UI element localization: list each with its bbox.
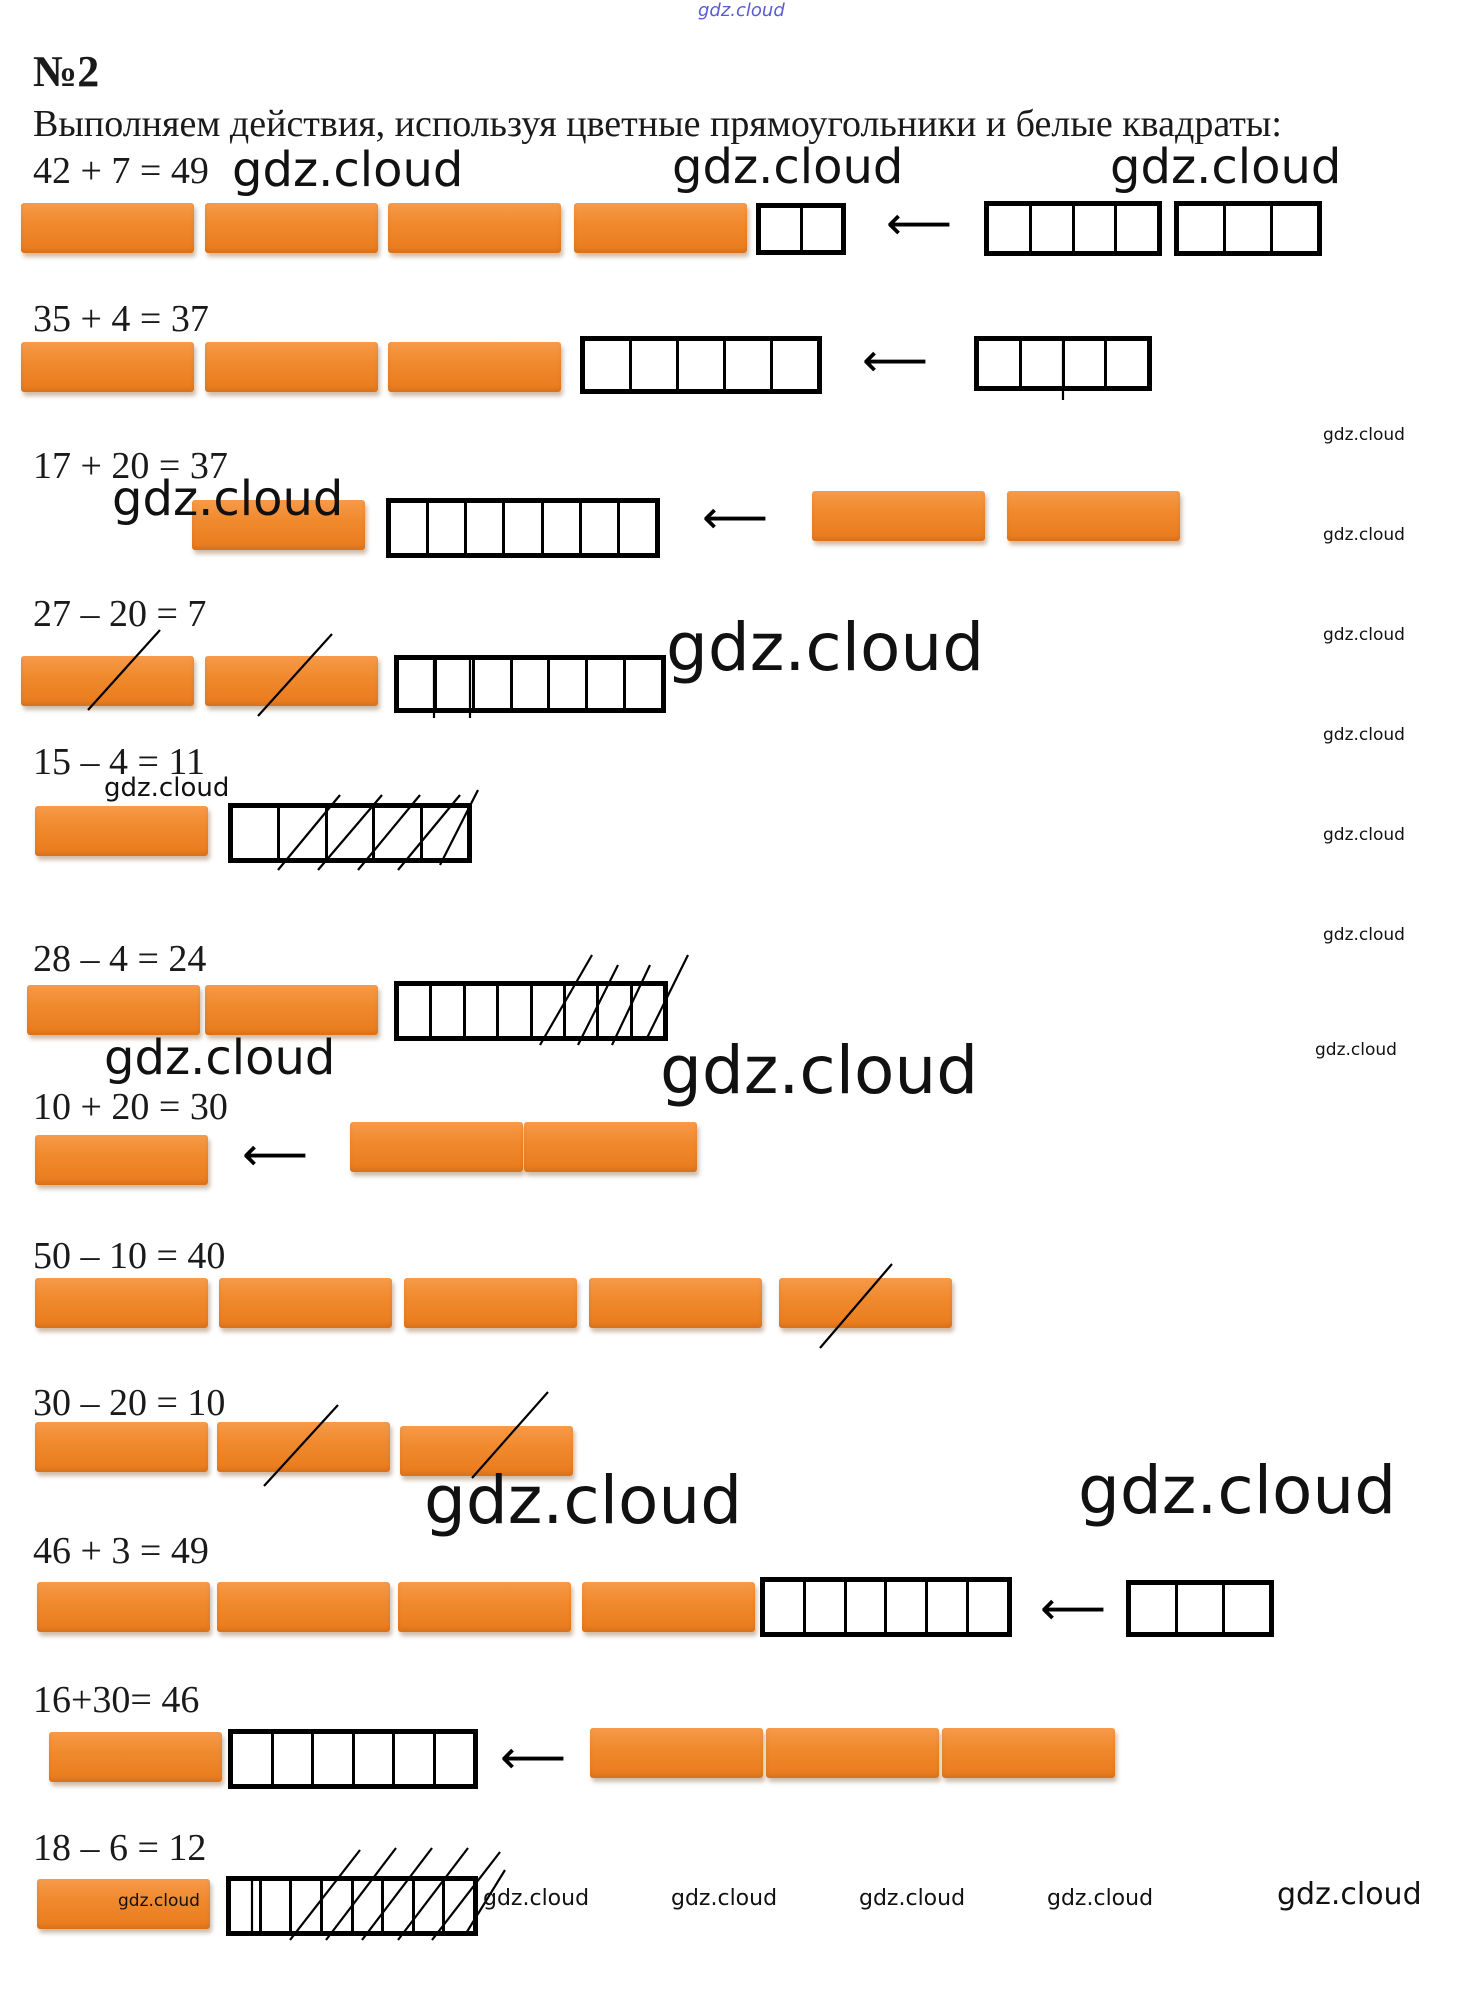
watermark: gdz.cloud bbox=[859, 1886, 966, 1911]
watermark: gdz.cloud bbox=[1323, 825, 1405, 845]
watermark: gdz.cloud bbox=[1323, 425, 1405, 445]
arrow-icon: ⟵ bbox=[862, 333, 928, 387]
equation-8: 50 – 10 = 40 bbox=[33, 1235, 226, 1277]
tens-bar-crossed bbox=[205, 656, 378, 706]
tens-bar bbox=[205, 203, 378, 253]
watermark: gdz.cloud bbox=[104, 1030, 336, 1086]
tens-bar bbox=[404, 1278, 577, 1328]
watermark: gdz.cloud bbox=[1323, 525, 1405, 545]
watermark: gdz.cloud bbox=[112, 471, 344, 527]
watermark: gdz.cloud bbox=[1323, 725, 1405, 745]
tens-bar bbox=[942, 1728, 1115, 1778]
unit-squares-6 bbox=[228, 1729, 478, 1789]
watermark: gdz.cloud bbox=[1078, 1452, 1397, 1529]
tens-bar-crossed bbox=[21, 656, 194, 706]
tens-bar bbox=[49, 1732, 222, 1782]
watermark: gdz.cloud bbox=[118, 1891, 200, 1911]
tens-bar bbox=[37, 1879, 210, 1929]
tens-bar bbox=[524, 1122, 697, 1172]
arrow-icon: ⟵ bbox=[1040, 1581, 1106, 1635]
watermark: gdz.cloud bbox=[666, 609, 985, 686]
arrow-icon: ⟵ bbox=[242, 1127, 308, 1181]
tens-bar bbox=[766, 1728, 939, 1778]
equation-3: 17 + 20 = 37 bbox=[33, 445, 228, 487]
tens-bar bbox=[590, 1728, 763, 1778]
unit-squares-4 bbox=[984, 201, 1162, 256]
unit-squares-7 bbox=[394, 655, 666, 713]
tens-bar bbox=[398, 1582, 571, 1632]
tens-bar bbox=[219, 1278, 392, 1328]
watermark: gdz.cloud bbox=[1323, 925, 1405, 945]
unit-squares-5-crossed bbox=[228, 803, 472, 863]
equation-6: 28 – 4 = 24 bbox=[33, 938, 207, 980]
tens-bar bbox=[35, 806, 208, 856]
tens-bar bbox=[1007, 491, 1180, 541]
tens-bar bbox=[350, 1122, 523, 1172]
tens-bar bbox=[205, 342, 378, 392]
tens-bar bbox=[21, 203, 194, 253]
equation-12: 18 – 6 = 12 bbox=[33, 1827, 207, 1869]
equation-1: 42 + 7 = 49 bbox=[33, 150, 209, 192]
watermark-top: gdz.cloud bbox=[698, 0, 785, 21]
tens-bar bbox=[205, 985, 378, 1035]
unit-squares-3 bbox=[1126, 1580, 1274, 1637]
watermark: gdz.cloud bbox=[104, 773, 230, 803]
arrow-icon: ⟵ bbox=[500, 1730, 566, 1784]
exercise-number: №2 bbox=[33, 47, 100, 96]
tens-bar bbox=[192, 500, 365, 550]
unit-squares-4 bbox=[974, 336, 1152, 391]
equation-11: 16+30= 46 bbox=[33, 1679, 200, 1721]
watermark: gdz.cloud bbox=[232, 142, 464, 198]
watermark: gdz.cloud bbox=[1323, 625, 1405, 645]
tens-bar bbox=[35, 1135, 208, 1185]
watermark: gdz.cloud bbox=[483, 1886, 590, 1911]
arrow-icon: ⟵ bbox=[886, 196, 952, 250]
tens-bar bbox=[574, 203, 747, 253]
instruction-text: Выполняем действия, используя цветные пр… bbox=[33, 103, 1282, 145]
tens-bar bbox=[35, 1422, 208, 1472]
equation-10: 46 + 3 = 49 bbox=[33, 1530, 209, 1572]
tens-bar bbox=[388, 203, 561, 253]
unit-squares-8-crossed bbox=[226, 1876, 478, 1936]
watermark: gdz.cloud bbox=[424, 1462, 743, 1539]
tens-bar-crossed bbox=[217, 1422, 390, 1472]
watermark: gdz.cloud bbox=[1110, 139, 1342, 195]
equation-2: 35 + 4 = 37 bbox=[33, 298, 209, 340]
watermark: gdz.cloud bbox=[660, 1032, 979, 1109]
tens-bar bbox=[217, 1582, 390, 1632]
watermark: gdz.cloud bbox=[671, 1886, 778, 1911]
tens-bar bbox=[21, 342, 194, 392]
unit-squares-2 bbox=[756, 203, 846, 255]
tens-bar bbox=[388, 342, 561, 392]
unit-squares-5 bbox=[580, 336, 822, 394]
tens-bar bbox=[812, 491, 985, 541]
arrow-icon: ⟵ bbox=[702, 490, 768, 544]
tens-bar bbox=[582, 1582, 755, 1632]
equation-4: 27 – 20 = 7 bbox=[33, 593, 207, 635]
unit-squares-8-crossed bbox=[394, 981, 668, 1041]
tens-bar bbox=[35, 1278, 208, 1328]
watermark: gdz.cloud bbox=[1047, 1886, 1154, 1911]
equation-7: 10 + 20 = 30 bbox=[33, 1086, 228, 1128]
equation-5: 15 – 4 = 11 bbox=[33, 741, 206, 783]
watermark: gdz.cloud bbox=[1315, 1040, 1397, 1060]
unit-squares-7 bbox=[386, 498, 660, 558]
tens-bar bbox=[589, 1278, 762, 1328]
watermark: gdz.cloud bbox=[672, 139, 904, 195]
tens-bar bbox=[27, 985, 200, 1035]
watermark: gdz.cloud bbox=[1277, 1877, 1422, 1912]
unit-squares-6 bbox=[760, 1577, 1012, 1637]
unit-squares-3 bbox=[1174, 201, 1322, 256]
tens-bar-crossed bbox=[779, 1278, 952, 1328]
tens-bar bbox=[37, 1582, 210, 1632]
equation-9: 30 – 20 = 10 bbox=[33, 1382, 226, 1424]
